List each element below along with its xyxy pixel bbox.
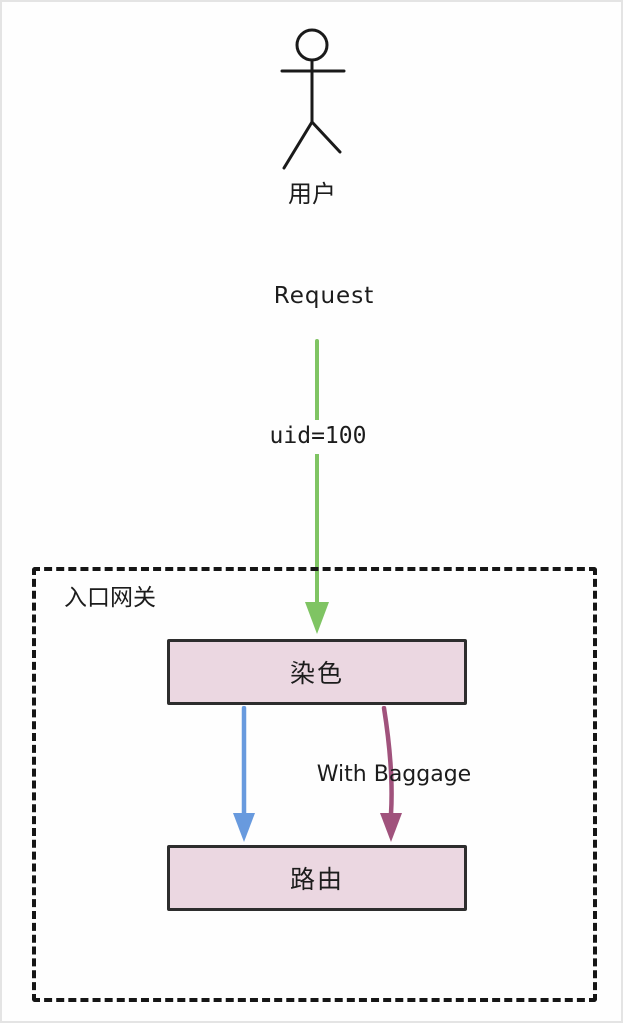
- route-node-label: 路由: [289, 865, 344, 894]
- baggage-label: With Baggage: [316, 762, 472, 787]
- direct-route-arrow: [233, 706, 255, 842]
- dye-node: 染色: [167, 639, 467, 705]
- actor-label: 用户: [288, 180, 336, 208]
- gateway-label: 入口网关: [64, 585, 156, 611]
- route-node: 路由: [167, 845, 467, 911]
- gateway-container: [32, 567, 597, 1002]
- uid-label: uid=100: [254, 420, 382, 454]
- baggage-route-arrow: [380, 706, 402, 842]
- request-arrow: [305, 339, 329, 634]
- request-label: Request: [273, 283, 375, 309]
- user-actor-icon: [280, 28, 346, 170]
- dye-node-label: 染色: [289, 659, 344, 688]
